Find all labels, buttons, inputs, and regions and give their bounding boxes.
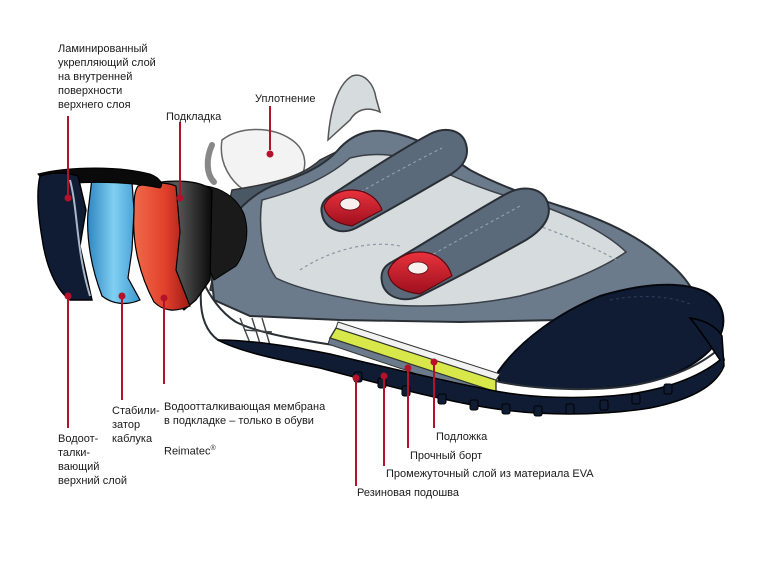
logo-badge-lower <box>387 251 453 295</box>
label-padding: Уплотнение <box>255 93 316 105</box>
callout-lines <box>64 106 438 486</box>
rubber-outsole <box>217 316 725 415</box>
label-eva-layer: Промежуточный слой из материала EVA <box>386 468 594 480</box>
label-rand: Прочный борт <box>410 450 483 462</box>
pull-tab <box>327 74 382 142</box>
exploded-layers <box>37 167 213 311</box>
label-membrane-brand: Reimatec <box>164 445 211 458</box>
label-lining: Подкладка <box>166 111 222 123</box>
label-heel-stabilizer: Стабили- затор каблука <box>112 405 160 445</box>
shoe-illustration <box>199 74 726 417</box>
registered-mark: ® <box>210 445 216 452</box>
label-laminated-layer: Ламинированный укрепляющий слой на внутр… <box>58 43 156 111</box>
cutaway-interior <box>205 185 248 281</box>
label-rubber-sole: Резиновая подошва <box>357 487 459 499</box>
heel-stabilizer-layer <box>87 175 141 305</box>
label-membrane: Водоотталкивающая мембрана в подкладке –… <box>164 386 325 459</box>
label-membrane-text: Водоотталкивающая мембрана в подкладке –… <box>164 401 326 427</box>
insole-layer <box>335 321 501 381</box>
logo-badge-upper <box>323 189 383 227</box>
label-upper-layer: Водоот- талки- вающий верхний слой <box>58 433 128 487</box>
upper-layer <box>37 172 93 301</box>
label-insole: Подложка <box>436 431 488 443</box>
